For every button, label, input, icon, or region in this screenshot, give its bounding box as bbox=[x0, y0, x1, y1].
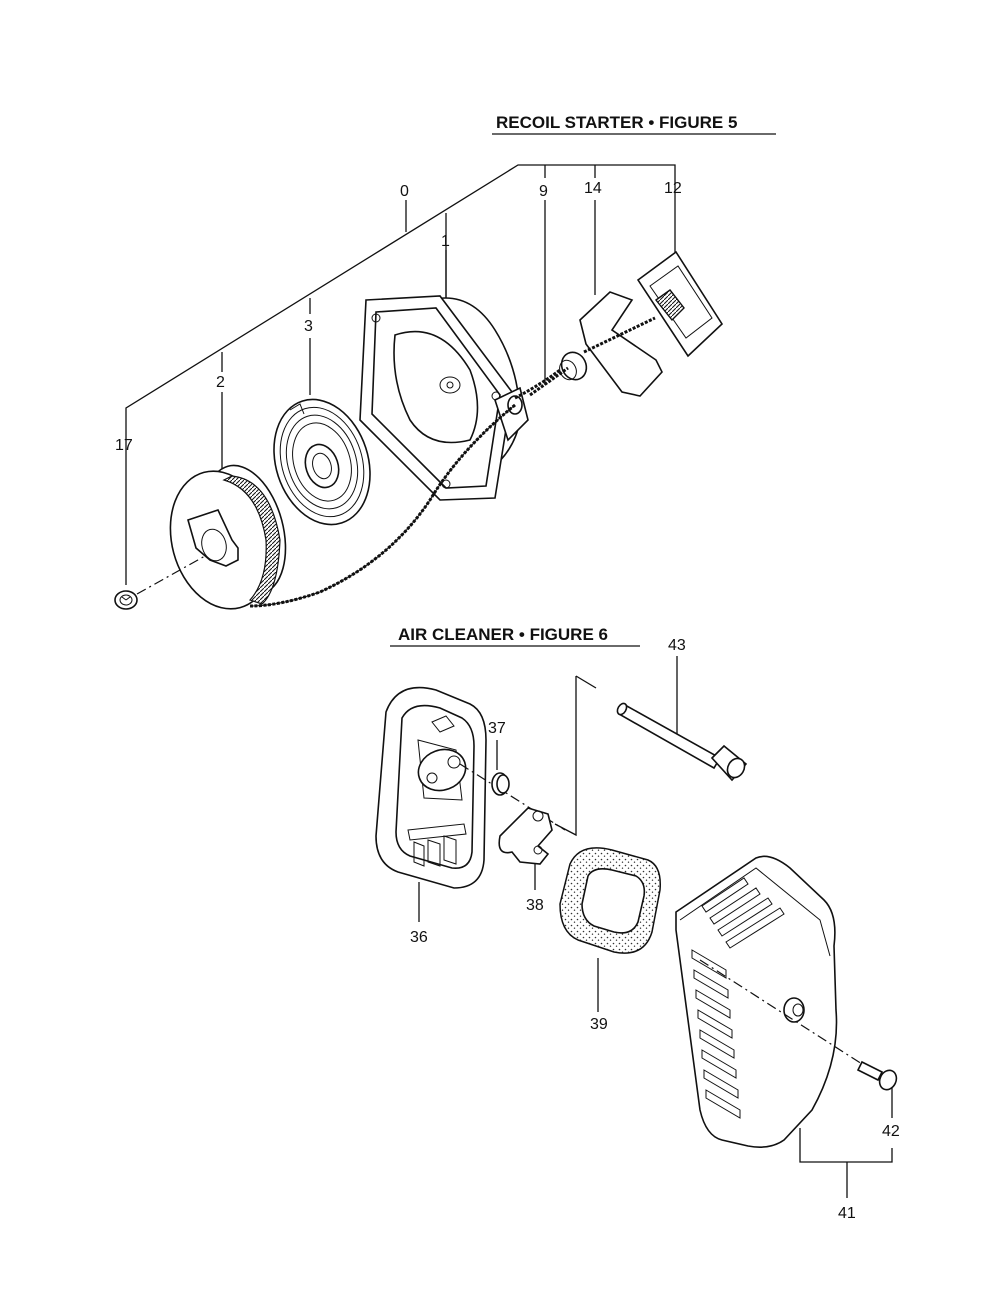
air-cleaner-base bbox=[375, 686, 487, 889]
callout-9: 9 bbox=[539, 183, 548, 200]
callout-1: 1 bbox=[441, 233, 450, 250]
callout-38: 38 bbox=[526, 897, 544, 914]
callout-17: 17 bbox=[115, 437, 133, 454]
callout-14: 14 bbox=[584, 180, 602, 197]
figure-5-recoil-starter: RECOIL STARTER • FIGURE 5 0 1 9 14 12 3 … bbox=[114, 113, 776, 610]
callout-41: 41 bbox=[838, 1205, 856, 1222]
callout-43: 43 bbox=[668, 637, 686, 654]
handle-insert bbox=[636, 250, 724, 358]
foam-element bbox=[559, 847, 661, 954]
callout-3: 3 bbox=[304, 318, 313, 335]
figure-6-air-cleaner: AIR CLEANER • FIGURE 6 43 37 38 36 39 42… bbox=[375, 625, 900, 1222]
starter-pulley bbox=[169, 464, 287, 610]
callout-0: 0 bbox=[400, 183, 409, 200]
figure-6-title: AIR CLEANER • FIGURE 6 bbox=[398, 625, 608, 644]
bolt-43 bbox=[616, 702, 748, 782]
centerline-b bbox=[699, 959, 863, 1065]
cover-top-slots bbox=[701, 877, 785, 949]
starter-handle bbox=[579, 291, 663, 397]
callout-42: 42 bbox=[882, 1123, 900, 1140]
callout-36: 36 bbox=[410, 929, 428, 946]
assembly-bracket bbox=[125, 164, 676, 585]
rope-underlay bbox=[249, 404, 516, 607]
bracket-38 bbox=[498, 807, 553, 865]
callout-12: 12 bbox=[664, 180, 682, 197]
screw-17 bbox=[114, 555, 206, 610]
starter-case bbox=[359, 295, 529, 501]
recoil-spring bbox=[273, 398, 371, 526]
spacer-37 bbox=[491, 772, 510, 796]
air-cleaner-cover bbox=[675, 855, 838, 1148]
fig6-leaders bbox=[418, 656, 893, 1198]
callout-39: 39 bbox=[590, 1016, 608, 1033]
cover-side-slots bbox=[691, 949, 741, 1119]
callout-37: 37 bbox=[488, 720, 506, 737]
rope-guide bbox=[529, 351, 588, 397]
base-vents bbox=[407, 823, 467, 867]
callout-2: 2 bbox=[216, 374, 225, 391]
screw-42 bbox=[856, 1060, 898, 1091]
figure-5-title: RECOIL STARTER • FIGURE 5 bbox=[496, 113, 737, 132]
